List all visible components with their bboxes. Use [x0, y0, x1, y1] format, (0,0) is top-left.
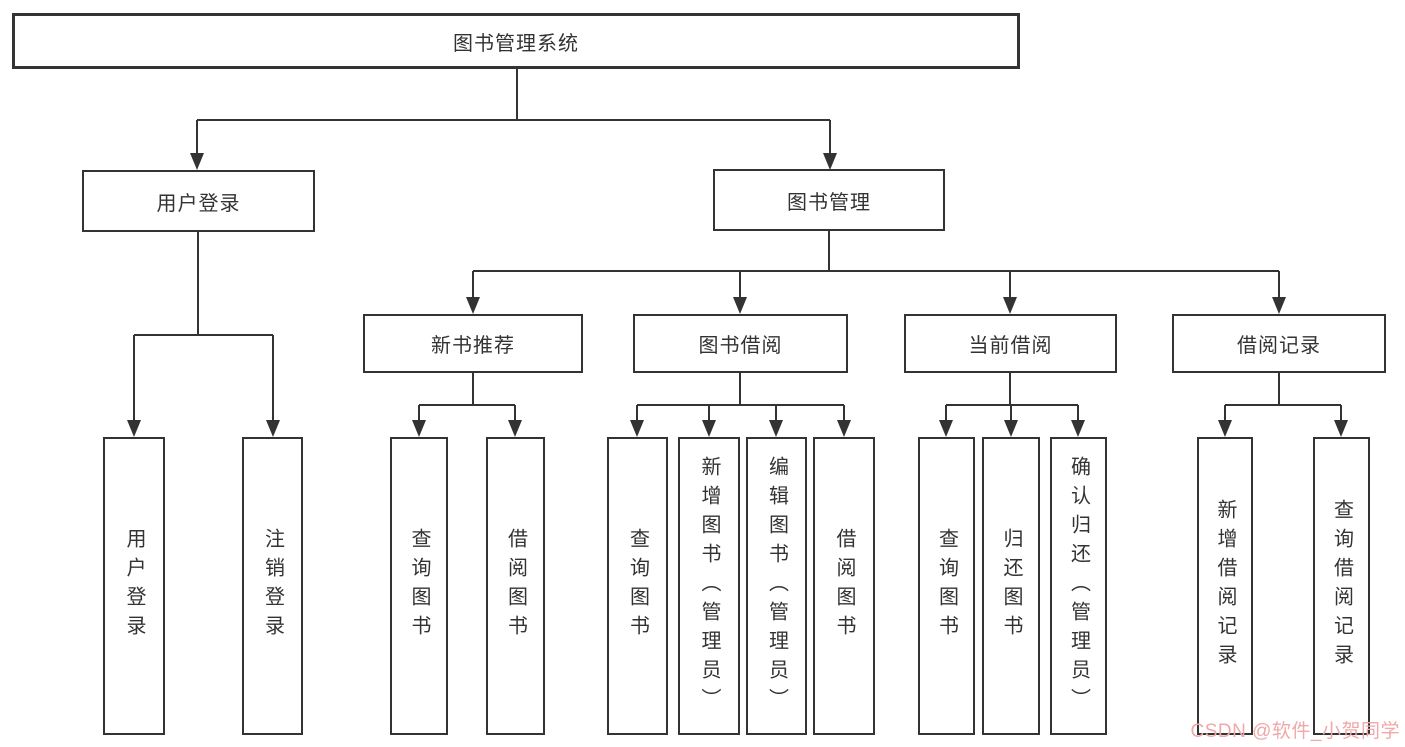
connector-borrow-record-to-leaves	[1224, 373, 1342, 424]
connector-book-management-to-level3	[472, 231, 1280, 301]
node-current-borrow: 当前借阅	[904, 314, 1117, 373]
leaf-query-book-recommend: 查询图书	[390, 437, 448, 735]
leaf-confirm-return-admin: 确认归还（管理员）	[1050, 437, 1107, 735]
node-new-book-recommend: 新书推荐	[363, 314, 583, 373]
leaf-return-book: 归还图书	[982, 437, 1040, 735]
leaf-query-book-borrow: 查询图书	[607, 437, 668, 735]
node-root-system: 图书管理系统	[12, 13, 1020, 69]
leaf-user-login: 用户登录	[103, 437, 165, 735]
node-user-login: 用户登录	[82, 170, 315, 232]
leaf-add-book-admin: 新增图书（管理员）	[678, 437, 740, 735]
node-book-borrow: 图书借阅	[633, 314, 848, 373]
leaf-borrow-book-recommend: 借阅图书	[486, 437, 545, 735]
leaf-edit-book-admin: 编辑图书（管理员）	[746, 437, 807, 735]
leaf-add-borrow-record: 新增借阅记录	[1197, 437, 1253, 735]
leaf-logout: 注销登录	[242, 437, 303, 735]
connector-root-to-level2	[196, 69, 831, 156]
connector-new-book-to-leaves	[418, 373, 516, 424]
leaf-query-borrow-record: 查询借阅记录	[1313, 437, 1370, 735]
connector-user-login-to-leaves	[133, 232, 274, 424]
csdn-watermark: CSDN @软件_小贺同学	[1190, 721, 1400, 742]
arrowheads	[127, 153, 1348, 437]
node-book-management: 图书管理	[713, 169, 945, 231]
connector-book-borrow-to-leaves	[636, 373, 845, 424]
leaf-borrow-book: 借阅图书	[813, 437, 875, 735]
node-borrow-record: 借阅记录	[1172, 314, 1386, 373]
leaf-query-book-current: 查询图书	[918, 437, 975, 735]
connector-current-borrow-to-leaves	[945, 373, 1079, 424]
